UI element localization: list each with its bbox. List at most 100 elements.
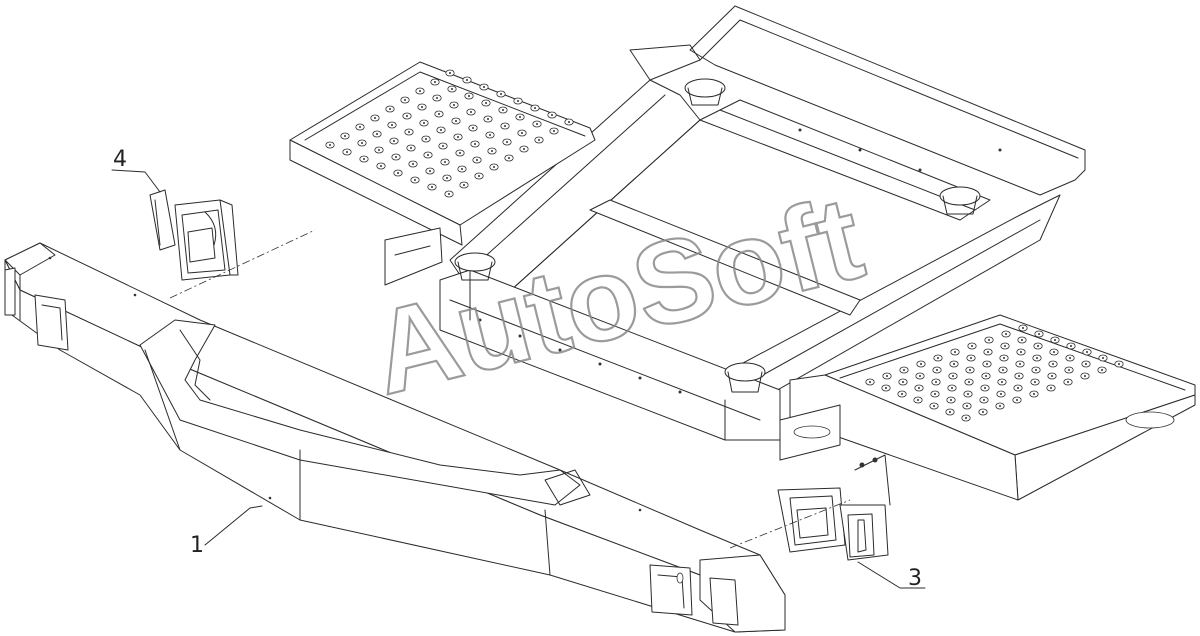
right-tow-bracket	[777, 454, 891, 561]
plate-hole-center	[1002, 369, 1004, 371]
plate-hole-center	[506, 141, 508, 143]
plate-hole-center	[984, 387, 986, 389]
plate-hole-center	[1101, 369, 1103, 371]
plate-hole-center	[519, 116, 521, 118]
plate-hole-center	[412, 163, 414, 165]
plate-hole-center	[493, 166, 495, 168]
plate-hole-center	[999, 405, 1001, 407]
plate-hole-center	[1068, 369, 1070, 371]
plate-hole-center	[967, 393, 969, 395]
plate-hole-center	[461, 168, 463, 170]
plate-hole-center	[553, 130, 555, 132]
plate-hole-center	[1021, 339, 1023, 341]
plate-hole-center	[363, 158, 365, 160]
plate-hole-center	[455, 120, 457, 122]
plate-hole-center	[472, 127, 474, 129]
plate-hole-center	[886, 375, 888, 377]
plate-hole-center	[568, 121, 570, 123]
plate-hole-center	[885, 387, 887, 389]
plate-hole-center	[949, 411, 951, 413]
plate-hole-center	[1052, 363, 1054, 365]
plate-hole-center	[508, 157, 510, 159]
plate-hole-center	[1033, 393, 1035, 395]
plate-hole-center	[1084, 375, 1086, 377]
plate-hole-center	[937, 357, 939, 359]
plate-hole-center	[329, 144, 331, 146]
plate-hole-center	[391, 124, 393, 126]
plate-hole-center	[502, 109, 504, 111]
plate-hole-center	[344, 135, 346, 137]
plate-hole-center	[491, 150, 493, 152]
plate-hole-center	[421, 106, 423, 108]
plate-hole-center	[448, 193, 450, 195]
plate-hole-center	[551, 114, 553, 116]
plate-hole-center	[952, 375, 954, 377]
plate-hole-center	[500, 93, 502, 95]
plate-hole-center	[534, 107, 536, 109]
plate-hole-center	[1050, 387, 1052, 389]
plate-hole-center	[466, 79, 468, 81]
plate-hole-center	[427, 154, 429, 156]
plate-hole-center	[393, 140, 395, 142]
svg-text:3: 3	[908, 566, 922, 591]
plate-hole-center	[1085, 363, 1087, 365]
plate-hole-center	[517, 100, 519, 102]
plate-hole-center	[395, 156, 397, 158]
plate-hole-center	[985, 375, 987, 377]
plate-hole-center	[1037, 345, 1039, 347]
plate-hole-center	[380, 165, 382, 167]
plate-hole-center	[903, 369, 905, 371]
plate-hole-center	[1035, 369, 1037, 371]
plate-hole-center	[389, 108, 391, 110]
plate-hole-center	[933, 405, 935, 407]
plate-hole-center	[536, 123, 538, 125]
plate-hole-center	[419, 90, 421, 92]
left-tow-bracket	[149, 189, 239, 281]
plate-hole-center	[986, 363, 988, 365]
plate-hole-center	[376, 133, 378, 135]
plate-hole-center	[935, 381, 937, 383]
plate-hole-center	[446, 177, 448, 179]
plate-hole-center	[410, 147, 412, 149]
plate-hole-center	[470, 111, 472, 113]
plate-hole-center	[970, 357, 972, 359]
plate-hole-center	[378, 149, 380, 151]
plate-hole-center	[429, 170, 431, 172]
plate-hole-center	[404, 99, 406, 101]
plate-hole-center	[1038, 333, 1040, 335]
plate-hole-center	[919, 375, 921, 377]
plate-hole-center	[917, 399, 919, 401]
plate-hole-center	[1118, 363, 1120, 365]
plate-hole-center	[453, 104, 455, 106]
svg-text:1: 1	[190, 533, 204, 558]
plate-hole-center	[463, 184, 465, 186]
plate-hole-center	[440, 129, 442, 131]
callout-3: 3	[857, 561, 926, 591]
plate-hole-center	[1005, 333, 1007, 335]
plate-hole-center	[1069, 357, 1071, 359]
plate-hole-center	[436, 97, 438, 99]
plate-hole-center	[1020, 351, 1022, 353]
plate-hole-center	[408, 131, 410, 133]
plate-hole-center	[414, 179, 416, 181]
plate-hole-center	[968, 381, 970, 383]
plate-hole-center	[1001, 381, 1003, 383]
plate-hole-center	[374, 117, 376, 119]
plate-hole-center	[489, 134, 491, 136]
plate-hole-center	[449, 72, 451, 74]
plate-hole-center	[951, 387, 953, 389]
plate-hole-center	[474, 143, 476, 145]
plate-hole-center	[451, 88, 453, 90]
plate-hole-center	[1034, 381, 1036, 383]
plate-hole-center	[423, 122, 425, 124]
plate-hole-center	[476, 159, 478, 161]
plate-hole-center	[901, 393, 903, 395]
plate-hole-center	[920, 363, 922, 365]
plate-hole-center	[1003, 357, 1005, 359]
plate-hole-center	[936, 369, 938, 371]
plate-hole-center	[1067, 381, 1069, 383]
plate-hole-center	[485, 102, 487, 104]
plate-hole-center	[1051, 375, 1053, 377]
plate-hole-center	[1017, 387, 1019, 389]
plate-hole-center	[1016, 399, 1018, 401]
